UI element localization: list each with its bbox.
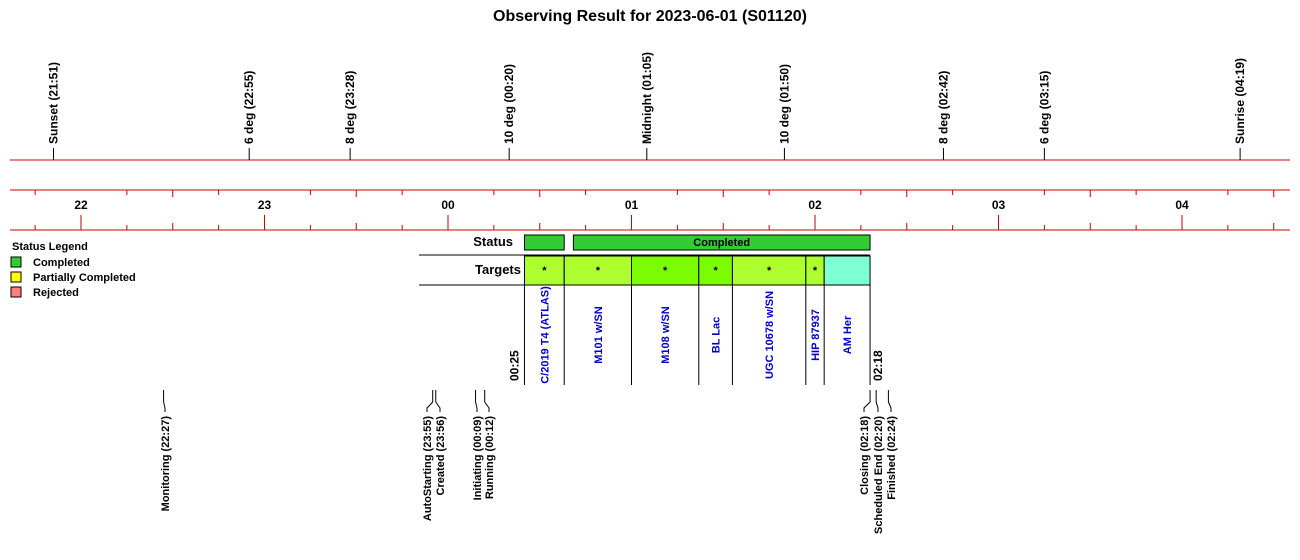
- axis-hour-label-23: 23: [258, 198, 272, 212]
- target-block-m108-w-sn[interactable]: [631, 255, 700, 286]
- target-name-bl-lac[interactable]: BL Lac: [711, 317, 723, 353]
- axis-hour-label-00: 00: [441, 198, 455, 212]
- axis-hour-label-02: 02: [808, 198, 822, 212]
- sky-event-label-midnight-01-05: Midnight (01:05): [640, 52, 654, 144]
- legend-swatch-partially-completed: [10, 271, 22, 283]
- sky-event-label-sunset-21-51: Sunset (21:51): [46, 62, 60, 144]
- time-axis: 22 23 00 01 02 03 04: [10, 189, 1290, 231]
- state-leader: [887, 390, 892, 412]
- target-block-m101-w-sn[interactable]: [563, 255, 633, 286]
- target-marker: *: [713, 265, 718, 277]
- target-name-am-her[interactable]: AM Her: [842, 315, 854, 354]
- state-leader: [163, 390, 166, 412]
- sky-event-label-10-deg-00-20: 10 deg (00:20): [502, 64, 516, 144]
- state-label-running-00-12: Running (00:12): [484, 416, 496, 499]
- sky-event-label-6-deg-22-55: 6 deg (22:55): [242, 71, 256, 144]
- state-leader: [475, 390, 478, 412]
- legend-swatch-rejected: [10, 286, 22, 298]
- legend-title: Status Legend: [12, 241, 88, 253]
- target-marker: *: [596, 265, 601, 277]
- state-label-monitoring-22-27: Monitoring (22:27): [160, 416, 172, 512]
- state-label-closing-02-18: Closing (02:18): [859, 416, 871, 495]
- legend-label-rejected: Rejected: [33, 287, 79, 299]
- sky-event-label-8-deg-02-42: 8 deg (02:42): [936, 71, 950, 144]
- state-label-scheduled-end-02-20: Scheduled End (02:20): [873, 416, 885, 534]
- target-block-c-2019-t4-atlas[interactable]: [523, 255, 565, 286]
- legend-swatch-completed: [10, 256, 22, 268]
- state-events: Monitoring (22:27) AutoStarting (23:55)Cr…: [160, 390, 898, 534]
- sky-event-label-10-deg-01-50: 10 deg (01:50): [777, 64, 791, 144]
- target-marker: *: [813, 265, 818, 277]
- sky-events: Sunset (21:51) 6 deg (22:55) 8 deg (23:28)…: [10, 52, 1290, 161]
- target-name-hip-87937[interactable]: HIP 87937: [810, 309, 822, 361]
- status-row-header: Status: [473, 234, 513, 249]
- axis-hour-label-04: 04: [1175, 198, 1189, 212]
- state-leader: [435, 390, 441, 412]
- state-leader: [863, 390, 871, 412]
- state-leader: [484, 390, 490, 412]
- target-block-am-her[interactable]: [823, 255, 871, 286]
- state-leader: [875, 390, 879, 412]
- state-leader: [426, 390, 434, 412]
- sky-event-label-sunrise-04-19: Sunrise (04:19): [1233, 58, 1247, 144]
- targets-start-time: 00:25: [507, 350, 521, 381]
- page-title: Observing Result for 2023-06-01 (S01120): [493, 8, 807, 25]
- target-block-ugc-10678-w-sn[interactable]: [731, 255, 807, 286]
- state-label-initiating-00-09: Initiating (00:09): [472, 416, 484, 501]
- status-bar-label: Completed: [693, 237, 750, 249]
- target-name-m101-w-sn[interactable]: M101 w/SN: [593, 306, 605, 364]
- axis-hour-label-03: 03: [992, 198, 1006, 212]
- targets-row-header: Targets: [475, 262, 521, 277]
- sky-event-label-8-deg-23-28: 8 deg (23:28): [343, 71, 357, 144]
- target-name-c-2019-t4-atlas[interactable]: C/2019 T4 (ATLAS): [539, 286, 551, 384]
- status-bar: [572, 234, 871, 251]
- state-label-created-23-56: Created (23:56): [435, 416, 447, 496]
- sky-event-label-6-deg-03-15: 6 deg (03:15): [1037, 71, 1051, 144]
- axis-hour-label-22: 22: [74, 198, 88, 212]
- axis-hour-label-01: 01: [625, 198, 639, 212]
- target-marker: *: [663, 265, 668, 277]
- target-marker: *: [542, 265, 547, 277]
- legend-label-partially-completed: Partially Completed: [33, 272, 136, 284]
- legend-label-completed: Completed: [33, 257, 90, 269]
- state-label-autostarting-23-55: AutoStarting (23:55): [422, 416, 434, 521]
- target-marker: *: [767, 265, 772, 277]
- status-bar: [523, 234, 565, 251]
- targets-end-time: 02:18: [871, 350, 885, 381]
- target-block-bl-lac[interactable]: [698, 255, 733, 286]
- target-name-ugc-10678-w-sn[interactable]: UGC 10678 w/SN: [764, 291, 776, 379]
- state-label-finished-02-24: Finished (02:24): [886, 416, 898, 500]
- target-name-m108-w-sn[interactable]: M108 w/SN: [660, 306, 672, 364]
